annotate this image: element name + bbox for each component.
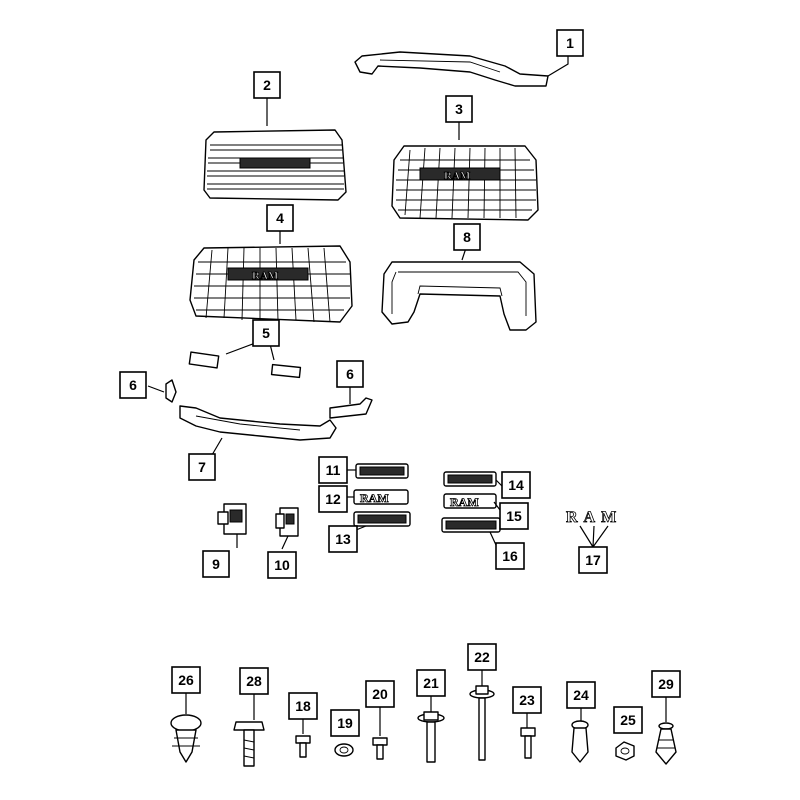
svg-text:2: 2	[263, 77, 271, 93]
part-stud-21	[417, 711, 445, 763]
callout-23: 23	[512, 686, 542, 714]
callout-18: 18	[288, 692, 318, 720]
part-lower-bracket	[179, 405, 337, 441]
part-nameplate-16	[441, 517, 501, 533]
callout-17: 17	[578, 546, 608, 574]
callout-24: 24	[566, 681, 596, 709]
svg-text:9: 9	[212, 556, 220, 572]
svg-text:11: 11	[326, 462, 341, 478]
callout-13: 13	[328, 525, 358, 553]
part-nameplate-12: RAM	[353, 489, 409, 505]
part-screw-20	[372, 737, 388, 760]
callout-6-right: 6	[336, 360, 364, 388]
part-bracket-right	[329, 397, 373, 419]
part-nameplate-11	[355, 463, 409, 479]
part-sensor-bracket-10	[275, 507, 299, 537]
callout-7: 7	[188, 453, 216, 481]
svg-text:17: 17	[585, 552, 601, 568]
callout-9: 9	[202, 550, 230, 578]
svg-text:15: 15	[506, 508, 522, 524]
grille-badge-text-lower: RAM	[252, 270, 279, 282]
part-nameplate-14	[443, 471, 497, 487]
part-mesh-grille-upper: RAM	[391, 145, 539, 221]
callout-1: 1	[556, 29, 584, 57]
svg-text:13: 13	[335, 531, 351, 547]
part-push-retainer-26	[170, 714, 202, 763]
part-push-retainer-29	[655, 722, 677, 765]
callout-15: 15	[499, 502, 529, 530]
svg-text:10: 10	[274, 557, 290, 573]
part-nut-25	[615, 741, 635, 761]
callout-12: 12	[318, 485, 348, 513]
svg-text:14: 14	[508, 477, 524, 493]
svg-text:7: 7	[198, 459, 206, 475]
svg-text:28: 28	[246, 673, 262, 689]
svg-text:21: 21	[423, 675, 439, 691]
callout-16: 16	[495, 542, 525, 570]
part-long-bolt-22	[469, 685, 495, 761]
svg-text:29: 29	[658, 676, 674, 692]
callout-26: 26	[171, 666, 201, 694]
svg-text:18: 18	[295, 698, 311, 714]
part-clip-19	[334, 743, 354, 757]
svg-text:24: 24	[573, 687, 589, 703]
callout-25: 25	[613, 706, 643, 734]
svg-text:6: 6	[346, 366, 354, 382]
part-upper-bracket	[354, 51, 549, 87]
part-grille-surround	[381, 261, 537, 331]
part-ram-emblem: RAM	[566, 509, 622, 527]
callout-29: 29	[651, 670, 681, 698]
callout-6-left: 6	[119, 371, 147, 399]
callout-4: 4	[266, 204, 294, 232]
part-mesh-grille-lower: RAM	[189, 245, 353, 323]
svg-text:25: 25	[620, 712, 636, 728]
callout-5: 5	[252, 319, 280, 347]
callout-14: 14	[501, 471, 531, 499]
part-grille-insert-bars	[203, 129, 347, 201]
callout-10: 10	[267, 551, 297, 579]
callout-28: 28	[239, 667, 269, 695]
svg-text:26: 26	[178, 672, 194, 688]
part-bolt-28	[233, 721, 265, 767]
callout-11: 11	[318, 456, 348, 484]
callout-21: 21	[416, 669, 446, 697]
part-screw-23	[520, 727, 536, 759]
svg-text:6: 6	[129, 377, 137, 393]
svg-text:16: 16	[502, 548, 518, 564]
part-sensor-bracket-9	[217, 503, 247, 535]
nameplate-15-text: RAM	[450, 495, 479, 509]
callout-20: 20	[365, 680, 395, 708]
svg-text:3: 3	[455, 101, 463, 117]
svg-text:19: 19	[337, 715, 353, 731]
svg-text:12: 12	[325, 491, 341, 507]
part-nameplate-13	[353, 511, 411, 527]
callout-3: 3	[445, 95, 473, 123]
callout-8: 8	[453, 223, 481, 251]
part-screw-18	[295, 735, 311, 758]
svg-text:8: 8	[463, 229, 471, 245]
ram-emblem-text: RAM	[566, 509, 622, 526]
part-clip-pair	[188, 351, 302, 379]
svg-text:22: 22	[474, 649, 490, 665]
nameplate-12-text: RAM	[360, 491, 389, 505]
svg-text:1: 1	[566, 35, 574, 51]
callout-2: 2	[253, 71, 281, 99]
svg-text:23: 23	[519, 692, 535, 708]
callout-19: 19	[330, 709, 360, 737]
grille-badge-text: RAM	[444, 170, 471, 182]
part-bracket-left	[165, 379, 177, 403]
part-nameplate-15: RAM	[443, 493, 497, 509]
leader-lines	[147, 56, 667, 736]
svg-text:20: 20	[372, 686, 388, 702]
svg-text:5: 5	[262, 325, 270, 341]
part-push-pin-24	[571, 720, 589, 763]
svg-text:4: 4	[276, 210, 284, 226]
callout-22: 22	[467, 643, 497, 671]
